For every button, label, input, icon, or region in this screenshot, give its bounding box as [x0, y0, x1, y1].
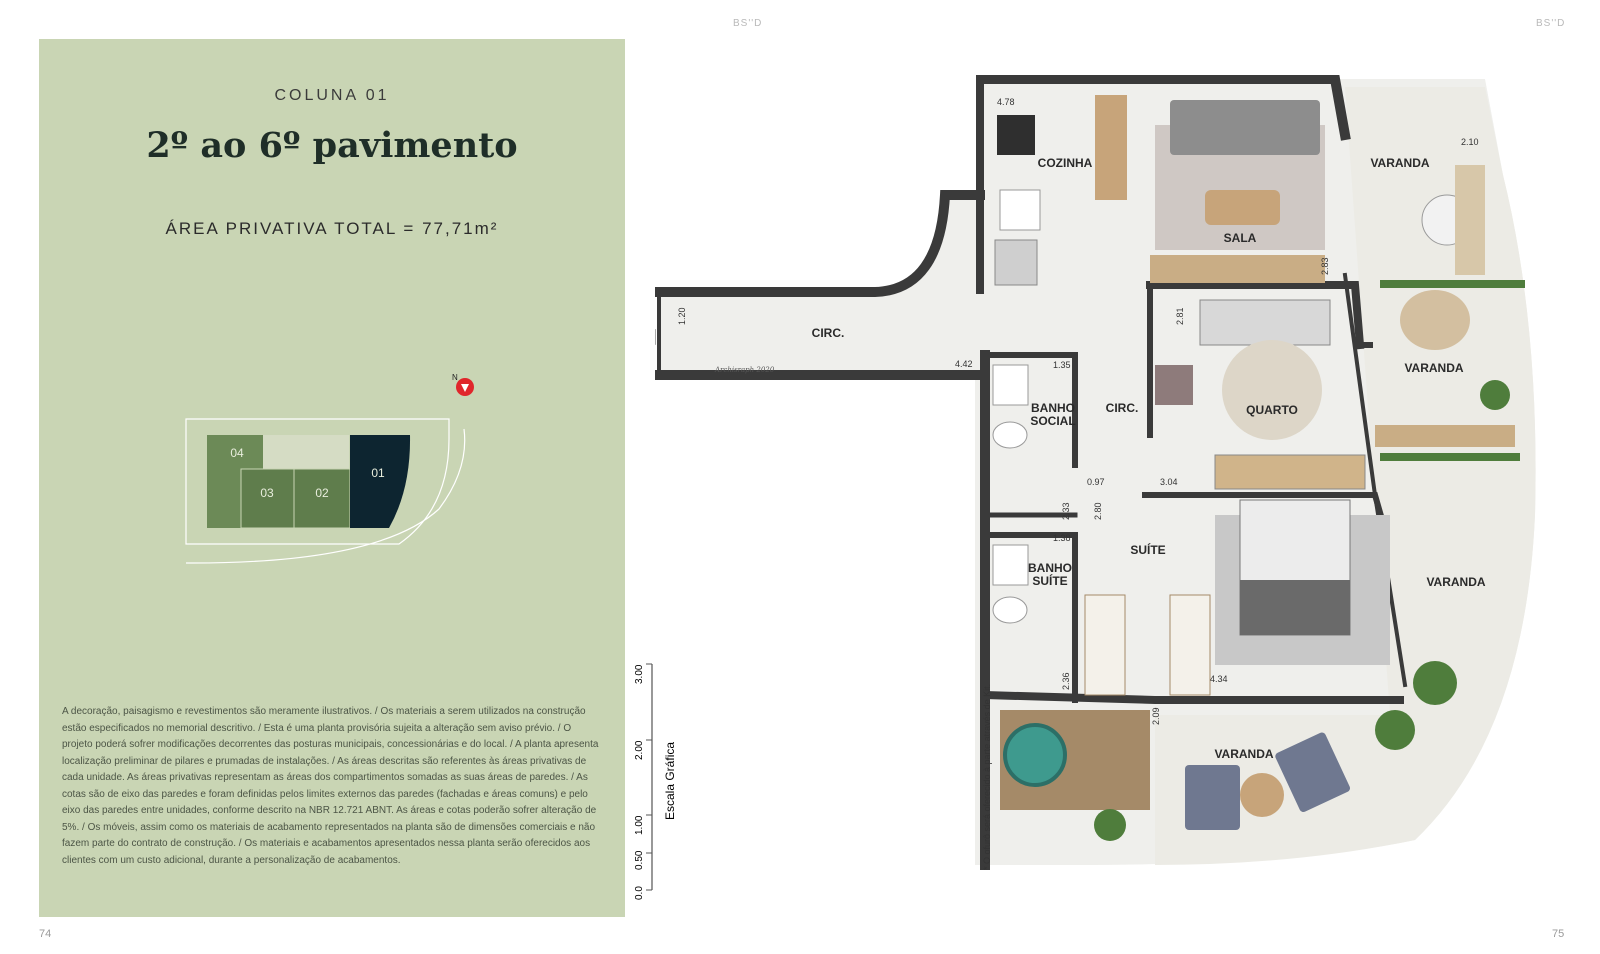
room-label-circ: CIRC.	[812, 326, 845, 340]
hot-tub	[1003, 723, 1067, 787]
coffee-table	[1205, 190, 1280, 225]
cooktop	[997, 115, 1035, 155]
tv-unit	[1150, 255, 1325, 283]
banho-suite-sink	[992, 544, 1029, 586]
scale-label-05: 0.50	[634, 850, 645, 870]
varanda-bench	[1455, 165, 1485, 275]
lounge-chair-1	[1185, 765, 1240, 830]
closet-right	[1169, 594, 1211, 696]
plant-3	[1480, 380, 1510, 410]
street-curve	[185, 428, 466, 564]
fridge	[994, 239, 1038, 286]
dim-2-33: 2.33	[1061, 502, 1071, 520]
plant-4	[1094, 809, 1126, 841]
lounge-chair-2	[1275, 732, 1351, 813]
quarto-rug	[1222, 340, 1322, 440]
dim-4-34: 4.34	[1210, 674, 1228, 684]
quarto-wardrobe	[1214, 454, 1366, 490]
banho-social-sink	[992, 364, 1029, 406]
scale-bar: 3.00 2.00 1.00 0.50 0.0 Escala Gráfica	[634, 663, 677, 900]
scale-label-3: 3.00	[634, 664, 645, 684]
scale-label-2: 2.00	[634, 740, 645, 760]
dim-4-78: 4.78	[997, 97, 1015, 107]
floor-title: 2º ao 6º pavimento	[146, 125, 518, 166]
common-area-block	[263, 435, 349, 469]
room-label-banho-suite-2: SUÍTE	[1032, 573, 1067, 588]
varanda-desk	[1375, 425, 1515, 447]
varanda-chair-2	[1400, 290, 1470, 350]
planter-2	[1380, 453, 1520, 461]
dim-2-09: 2.09	[1151, 707, 1161, 725]
room-label-sala: SALA	[1224, 231, 1257, 245]
dim-3-04: 3.04	[1160, 477, 1178, 487]
walls	[655, 75, 1408, 870]
side-table	[1240, 773, 1284, 817]
unit-03-block	[240, 468, 295, 529]
room-label-varanda-2: VARANDA	[1404, 361, 1463, 375]
north-arrow-icon	[461, 384, 469, 392]
architect-signature: Archisraph 2020	[714, 366, 775, 374]
suite-blanket	[1240, 580, 1350, 635]
dim-2-10: 2.10	[1461, 137, 1479, 147]
info-panel: COLUNA 01 2º ao 6º pavimento ÁREA PRIVAT…	[39, 39, 625, 917]
dim-0-97: 0.97	[1087, 477, 1105, 487]
lot-outline	[185, 418, 450, 545]
dim-2-36: 2.36	[1061, 672, 1071, 690]
room-label-cozinha: COZINHA	[1038, 156, 1093, 170]
quarto-bed	[1199, 299, 1331, 346]
brand-left: BS''D	[733, 18, 763, 29]
unit-01-label: 01	[371, 466, 385, 480]
dim-1-38: 1.38	[1053, 533, 1071, 543]
room-label-varanda-4: VARANDA	[1214, 747, 1273, 761]
room-label-banho-suite-1: BANHO	[1028, 561, 1072, 575]
dim-1-35: 1.35	[1053, 360, 1071, 370]
unit-02-label: 02	[315, 486, 329, 500]
kitchen-island	[1095, 95, 1127, 200]
dim-2-80: 2.80	[1093, 502, 1103, 520]
disclaimer-text: A decoração, paisagismo e revestimentos …	[62, 706, 599, 866]
planter-1	[1380, 280, 1525, 288]
kit-note: * O ofurô será oferecido à parte através…	[982, 683, 992, 870]
room-label-circ-2: CIRC.	[1106, 401, 1139, 415]
floor-plan: COZINHA SALA CIRC. CIRC. QUARTO BANHO SO…	[655, 75, 1536, 870]
scale-label-0: 0.0	[634, 886, 645, 900]
room-label-varanda-1: VARANDA	[1370, 156, 1429, 170]
scale-label-1: 1.00	[634, 815, 645, 835]
brand-right: BS''D	[1536, 18, 1566, 29]
unit-02-block	[293, 468, 351, 529]
unit-03-label: 03	[260, 486, 274, 500]
key-plan: 04 03 02 01 N	[185, 373, 474, 564]
unit-01-block	[350, 435, 411, 528]
unit-04-label: 04	[230, 446, 244, 460]
dim-4-42: 4.42	[955, 359, 973, 369]
sofa	[1170, 100, 1320, 155]
kitchen-sink	[999, 189, 1041, 231]
north-label: N	[452, 373, 458, 382]
room-label-quarto: QUARTO	[1246, 403, 1298, 417]
dim-2-83: 2.83	[1320, 257, 1330, 275]
column-title: COLUNA 01	[274, 87, 390, 104]
plant-2	[1375, 710, 1415, 750]
page-number-left: 74	[39, 928, 52, 940]
dim-1-20: 1.20	[677, 307, 687, 325]
room-label-banho-social-1: BANHO	[1031, 401, 1075, 415]
dim-2-81: 2.81	[1175, 307, 1185, 325]
area-total: ÁREA PRIVATIVA TOTAL = 77,71m²	[165, 219, 499, 238]
page-number-right: 75	[1552, 928, 1565, 940]
scale-title: Escala Gráfica	[663, 742, 677, 820]
quarto-chair	[1155, 365, 1193, 405]
room-label-suite: SUÍTE	[1130, 542, 1165, 557]
room-label-banho-social-2: SOCIAL	[1030, 414, 1075, 428]
closet-left	[1084, 594, 1126, 696]
room-label-varanda-3: VARANDA	[1426, 575, 1485, 589]
banho-suite-toilet	[992, 596, 1028, 624]
banho-social-toilet	[992, 421, 1028, 449]
plant-1	[1413, 661, 1457, 705]
